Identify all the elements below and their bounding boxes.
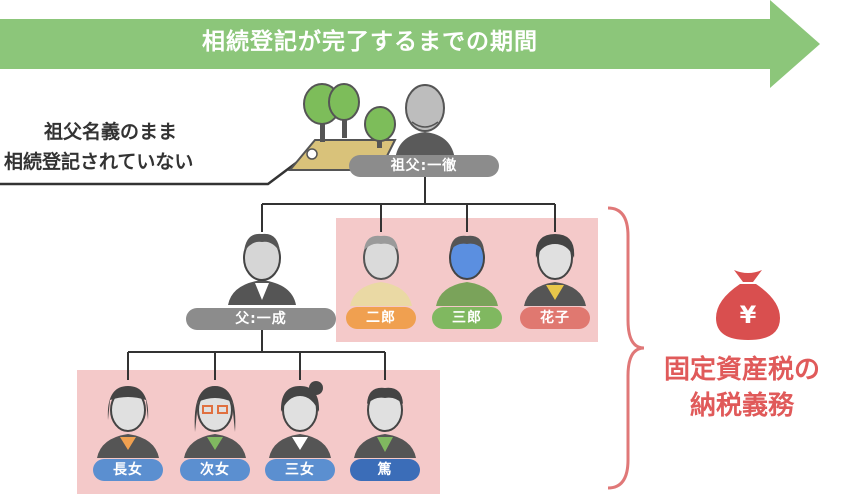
curly-brace — [607, 206, 645, 490]
banner-title: 相続登記が完了するまでの期間 — [202, 29, 538, 55]
money-bag-symbol: ¥ — [739, 301, 757, 329]
label-grandfather: 祖父:一徹 — [349, 155, 499, 177]
uncle-saburo-avatar — [436, 235, 498, 306]
note-line-2: 相続登記されていない — [4, 151, 194, 173]
grandfather-avatar — [395, 84, 455, 160]
note-underline — [0, 159, 301, 186]
note-line-1: 祖父名義のまま — [44, 121, 178, 143]
label-daughter-3: 三女 — [265, 459, 335, 481]
tax-duty-text: 固定資産税の 納税義務 — [648, 352, 836, 424]
father-avatar — [228, 233, 296, 305]
daughter-3-avatar — [269, 381, 331, 458]
tax-duty-line-1: 固定資産税の — [663, 355, 820, 385]
tax-duty-line-2: 納税義務 — [689, 391, 794, 421]
daughter-2-avatar — [184, 386, 246, 458]
label-daughter-2: 次女 — [180, 459, 250, 481]
aunt-hanako-avatar — [524, 234, 586, 306]
label-aunt-hanako: 花子 — [520, 307, 590, 329]
uncle-jiro-avatar — [350, 235, 412, 306]
son-atsushi-avatar — [354, 387, 416, 458]
banner-arrow — [0, 0, 820, 88]
forest-land-icon — [287, 83, 397, 171]
tree-lines — [127, 176, 556, 380]
label-son: 篤 — [350, 459, 420, 481]
label-uncle-saburo: 三郎 — [432, 307, 502, 329]
label-daughter-1: 長女 — [93, 459, 163, 481]
label-uncle-jiro: 二郎 — [346, 307, 416, 329]
daughter-1-avatar — [97, 386, 159, 458]
label-father: 父:一成 — [186, 308, 336, 330]
money-bag-yen-icon — [716, 270, 780, 340]
